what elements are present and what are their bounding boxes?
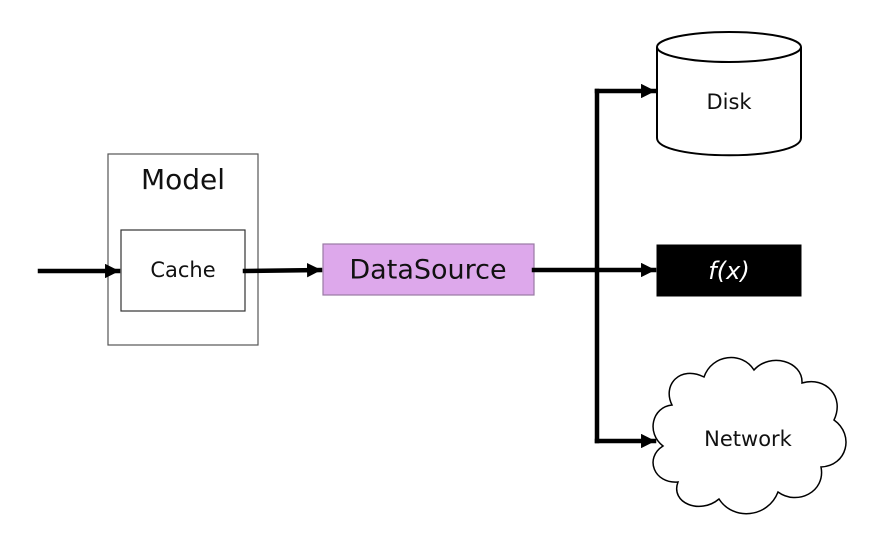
cache-to-datasource-arrow <box>242 262 323 278</box>
cache-node: Cache <box>120 229 246 312</box>
disk-node: Disk <box>656 31 802 157</box>
disk-label: Disk <box>706 90 752 114</box>
connectors <box>37 83 657 449</box>
cylinder-icon <box>656 31 802 157</box>
disk-top <box>656 31 802 63</box>
network-node: Network <box>652 356 847 515</box>
cloud-icon <box>652 356 847 515</box>
cache-label: Cache <box>150 258 215 282</box>
function-node: f(x) <box>656 244 802 297</box>
cache-box <box>120 229 246 312</box>
datasource-box <box>322 243 535 296</box>
function-box <box>656 244 802 297</box>
function-label: f(x) <box>708 257 749 285</box>
disk-body <box>656 47 802 157</box>
datasource-node: DataSource <box>322 243 535 296</box>
datasource-label: DataSource <box>349 255 506 286</box>
network-label: Network <box>704 427 793 451</box>
model-label: Model <box>141 163 225 196</box>
